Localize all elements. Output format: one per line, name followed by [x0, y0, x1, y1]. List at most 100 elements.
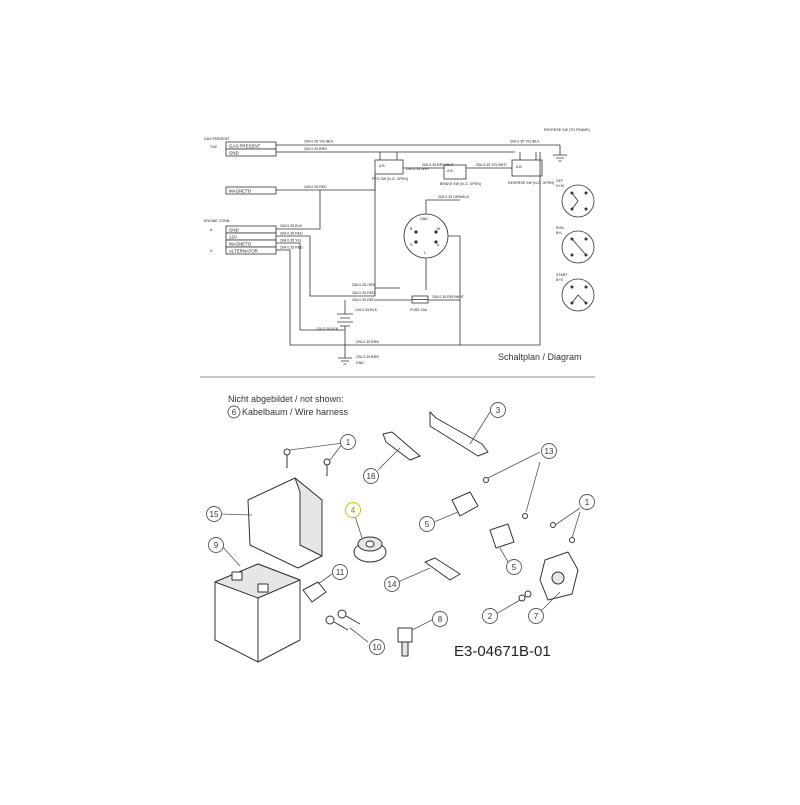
- reverse-switch: A B REVERSE SW (N.O. OPEN): [508, 152, 554, 185]
- position-label: RUN: [556, 226, 564, 230]
- callout-bubble: 8: [432, 611, 448, 627]
- switch-position-start: START B+S: [556, 273, 595, 312]
- part-5-shape: [451, 491, 479, 517]
- contact-dot: [570, 285, 574, 289]
- schematic-caption: Schaltplan / Diagram: [498, 352, 582, 362]
- key-bow: [325, 615, 335, 625]
- not-shown-number: 6: [232, 408, 237, 417]
- engine-connector: ENGINE CONN A D GND 12V MAGNETO ALTERNAT…: [204, 219, 277, 255]
- callout-number: 14: [388, 580, 397, 589]
- wire-engine-gnd: [276, 190, 321, 230]
- leader-line: [469, 411, 491, 445]
- contact-dot: [570, 191, 574, 195]
- battery-terminal: [231, 571, 243, 581]
- wire-engine-magneto: [276, 242, 345, 331]
- switch-terminal: M: [437, 227, 440, 231]
- leader-line: [221, 545, 241, 567]
- callout-number: 1: [346, 438, 351, 447]
- part-switch-5-lower: [489, 513, 528, 563]
- leader-line: [317, 573, 333, 585]
- wire-label: 20A 0.35 BRN/WHT: [422, 163, 455, 167]
- leader-line: [221, 513, 253, 516]
- leader-line: [397, 567, 431, 583]
- battery-cells: [337, 313, 353, 327]
- part-bracket-strip: [429, 411, 491, 457]
- position-sub: G+M: [556, 184, 564, 188]
- ground-symbol: [338, 357, 352, 365]
- parts-view: Nicht abgebildet / not shown: 6 Kabelbau…: [206, 394, 595, 663]
- contact-dot: [584, 191, 588, 195]
- leader-line-13: [487, 451, 541, 513]
- contact-dot: [570, 237, 574, 241]
- switch-pin-dot: [414, 240, 418, 244]
- wire-label: 20A 0.35 BRN: [356, 340, 379, 344]
- callout-number: 3: [496, 406, 501, 415]
- not-shown-label: Kabelbaum / Wire harness: [242, 407, 349, 417]
- part-keys: [325, 609, 369, 643]
- wire-pto-feed: [379, 152, 398, 160]
- callout-bubble: 16: [363, 468, 379, 484]
- magneto-box: [225, 186, 277, 195]
- position-sub: B+L: [556, 231, 563, 235]
- callout-bubble: 1: [340, 434, 356, 450]
- callout-bubble: 4: [345, 502, 361, 518]
- switch-pin-dot: [434, 230, 438, 234]
- part-4-keyhole: [365, 540, 375, 548]
- leader-line: [539, 591, 561, 613]
- connector-gas-pin-no: Y/W: [210, 145, 217, 149]
- part-15-side: [294, 477, 323, 557]
- switch-pin-dot: [414, 230, 418, 234]
- leader-line: [289, 442, 344, 461]
- callout-bubble: 2: [482, 608, 498, 624]
- part-battery: [214, 545, 301, 663]
- connector-gas-pin-name: GAS PRESENT: [229, 144, 261, 149]
- contact-dot: [584, 207, 588, 211]
- wire-gas-bus: [276, 144, 515, 153]
- callout-bubble: 5: [506, 559, 522, 575]
- callout-number: 2: [488, 612, 493, 621]
- part-battery-cover: [221, 477, 323, 569]
- part-screw: [569, 537, 575, 543]
- switch-pin-dot: [434, 240, 438, 244]
- magneto-line: MAGNETO 20A 0.35 RED: [225, 174, 376, 195]
- wire-engine-alternator: [276, 152, 541, 346]
- contact-dot: [570, 207, 574, 211]
- position-label: START: [556, 273, 568, 277]
- battery-symbol: 12V 0.35 BLK 12A 0.35 BLK: [316, 300, 378, 345]
- part-solenoid: [302, 573, 333, 603]
- drawing-code: E3-04671B-01: [454, 643, 551, 660]
- connector-gas-pin-box: [225, 148, 277, 157]
- part-16-shape: [382, 431, 421, 461]
- wire-label: 20A 0.35 RED: [304, 185, 327, 189]
- leader-line: [349, 627, 369, 643]
- switch-position-off: OFF G+M: [556, 179, 595, 218]
- screw-head: [283, 448, 291, 456]
- leader-line: [499, 547, 509, 563]
- connector-engine-pin-no: D: [210, 249, 213, 253]
- wire-label: 20A 0.35 YEL/BLK: [304, 140, 334, 144]
- contact-dot: [570, 301, 574, 305]
- reverse-switch-body: [511, 159, 543, 177]
- brake-switch: A B BRAKE SW (N.O. OPEN) 20A 0.35 BRN/WH…: [403, 163, 512, 186]
- wire-label: 20A 0.35 RED/WHT: [432, 295, 465, 299]
- callout-number: 1: [585, 498, 590, 507]
- key-blade: [345, 615, 361, 625]
- callout-number: 8: [438, 615, 443, 624]
- callout-number: 4: [351, 506, 356, 515]
- wire-label: 20A 0.35 ORN/BLK: [438, 195, 470, 199]
- fuse-label: FUSE 15A: [410, 308, 428, 312]
- nut: [524, 590, 532, 598]
- contact-dot: [584, 237, 588, 241]
- wire-label: 20A 0.35 RED: [352, 291, 375, 295]
- gas-present-connector: GAS PRESENT Y/W GAS PRESENT GND: [204, 137, 277, 157]
- leader-line: [495, 599, 521, 615]
- wire-lower-feed: [374, 174, 400, 296]
- leader-line: [433, 511, 459, 523]
- magneto-label: MAGNETO: [229, 189, 252, 194]
- brake-switch-label: BRAKE SW (N.O. OPEN): [440, 182, 481, 186]
- switch-terminal: L: [424, 251, 426, 255]
- callout-bubble: 14: [384, 576, 400, 592]
- connector-engine-pin-no: A: [210, 228, 213, 232]
- position-label: OFF: [556, 179, 564, 183]
